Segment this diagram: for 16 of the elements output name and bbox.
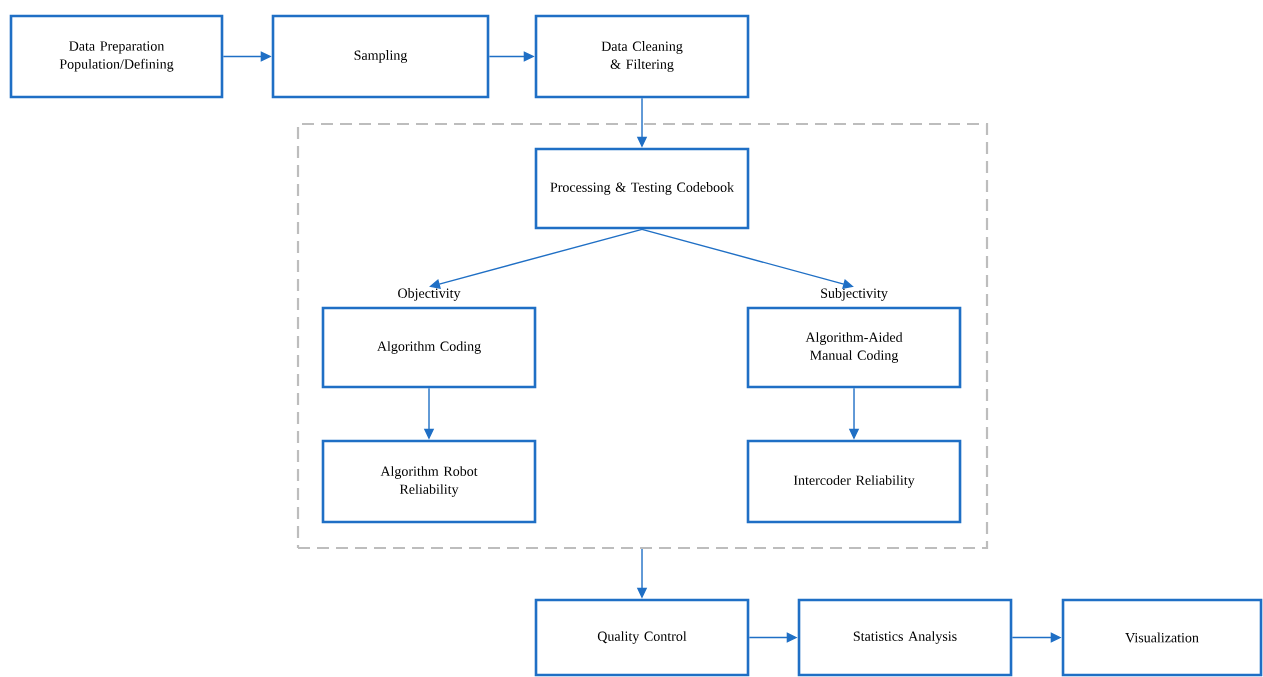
process-box: Quality Control bbox=[534, 598, 750, 677]
process-box: Algorithm Coding bbox=[321, 306, 537, 389]
process-box: Statistics Analysis bbox=[797, 598, 1013, 677]
process-box: Data Preparation Population/Defining bbox=[9, 14, 224, 99]
dashed-group-box bbox=[296, 122, 989, 550]
process-box: Intercoder Reliability bbox=[746, 439, 962, 524]
arrow bbox=[641, 228, 854, 289]
process-box: Sampling bbox=[271, 14, 490, 99]
arrow bbox=[429, 228, 643, 289]
process-box: Algorithm Robot Reliability bbox=[321, 439, 537, 524]
process-box: Algorithm-Aided Manual Coding bbox=[746, 306, 962, 389]
process-box: Processing & Testing Codebook bbox=[534, 147, 750, 230]
beside-label: Objectivity bbox=[398, 288, 461, 301]
beside-label: Subjectivity bbox=[821, 288, 888, 301]
process-box: Data Cleaning & Filtering bbox=[534, 14, 750, 99]
process-box: Visualization bbox=[1061, 598, 1263, 677]
